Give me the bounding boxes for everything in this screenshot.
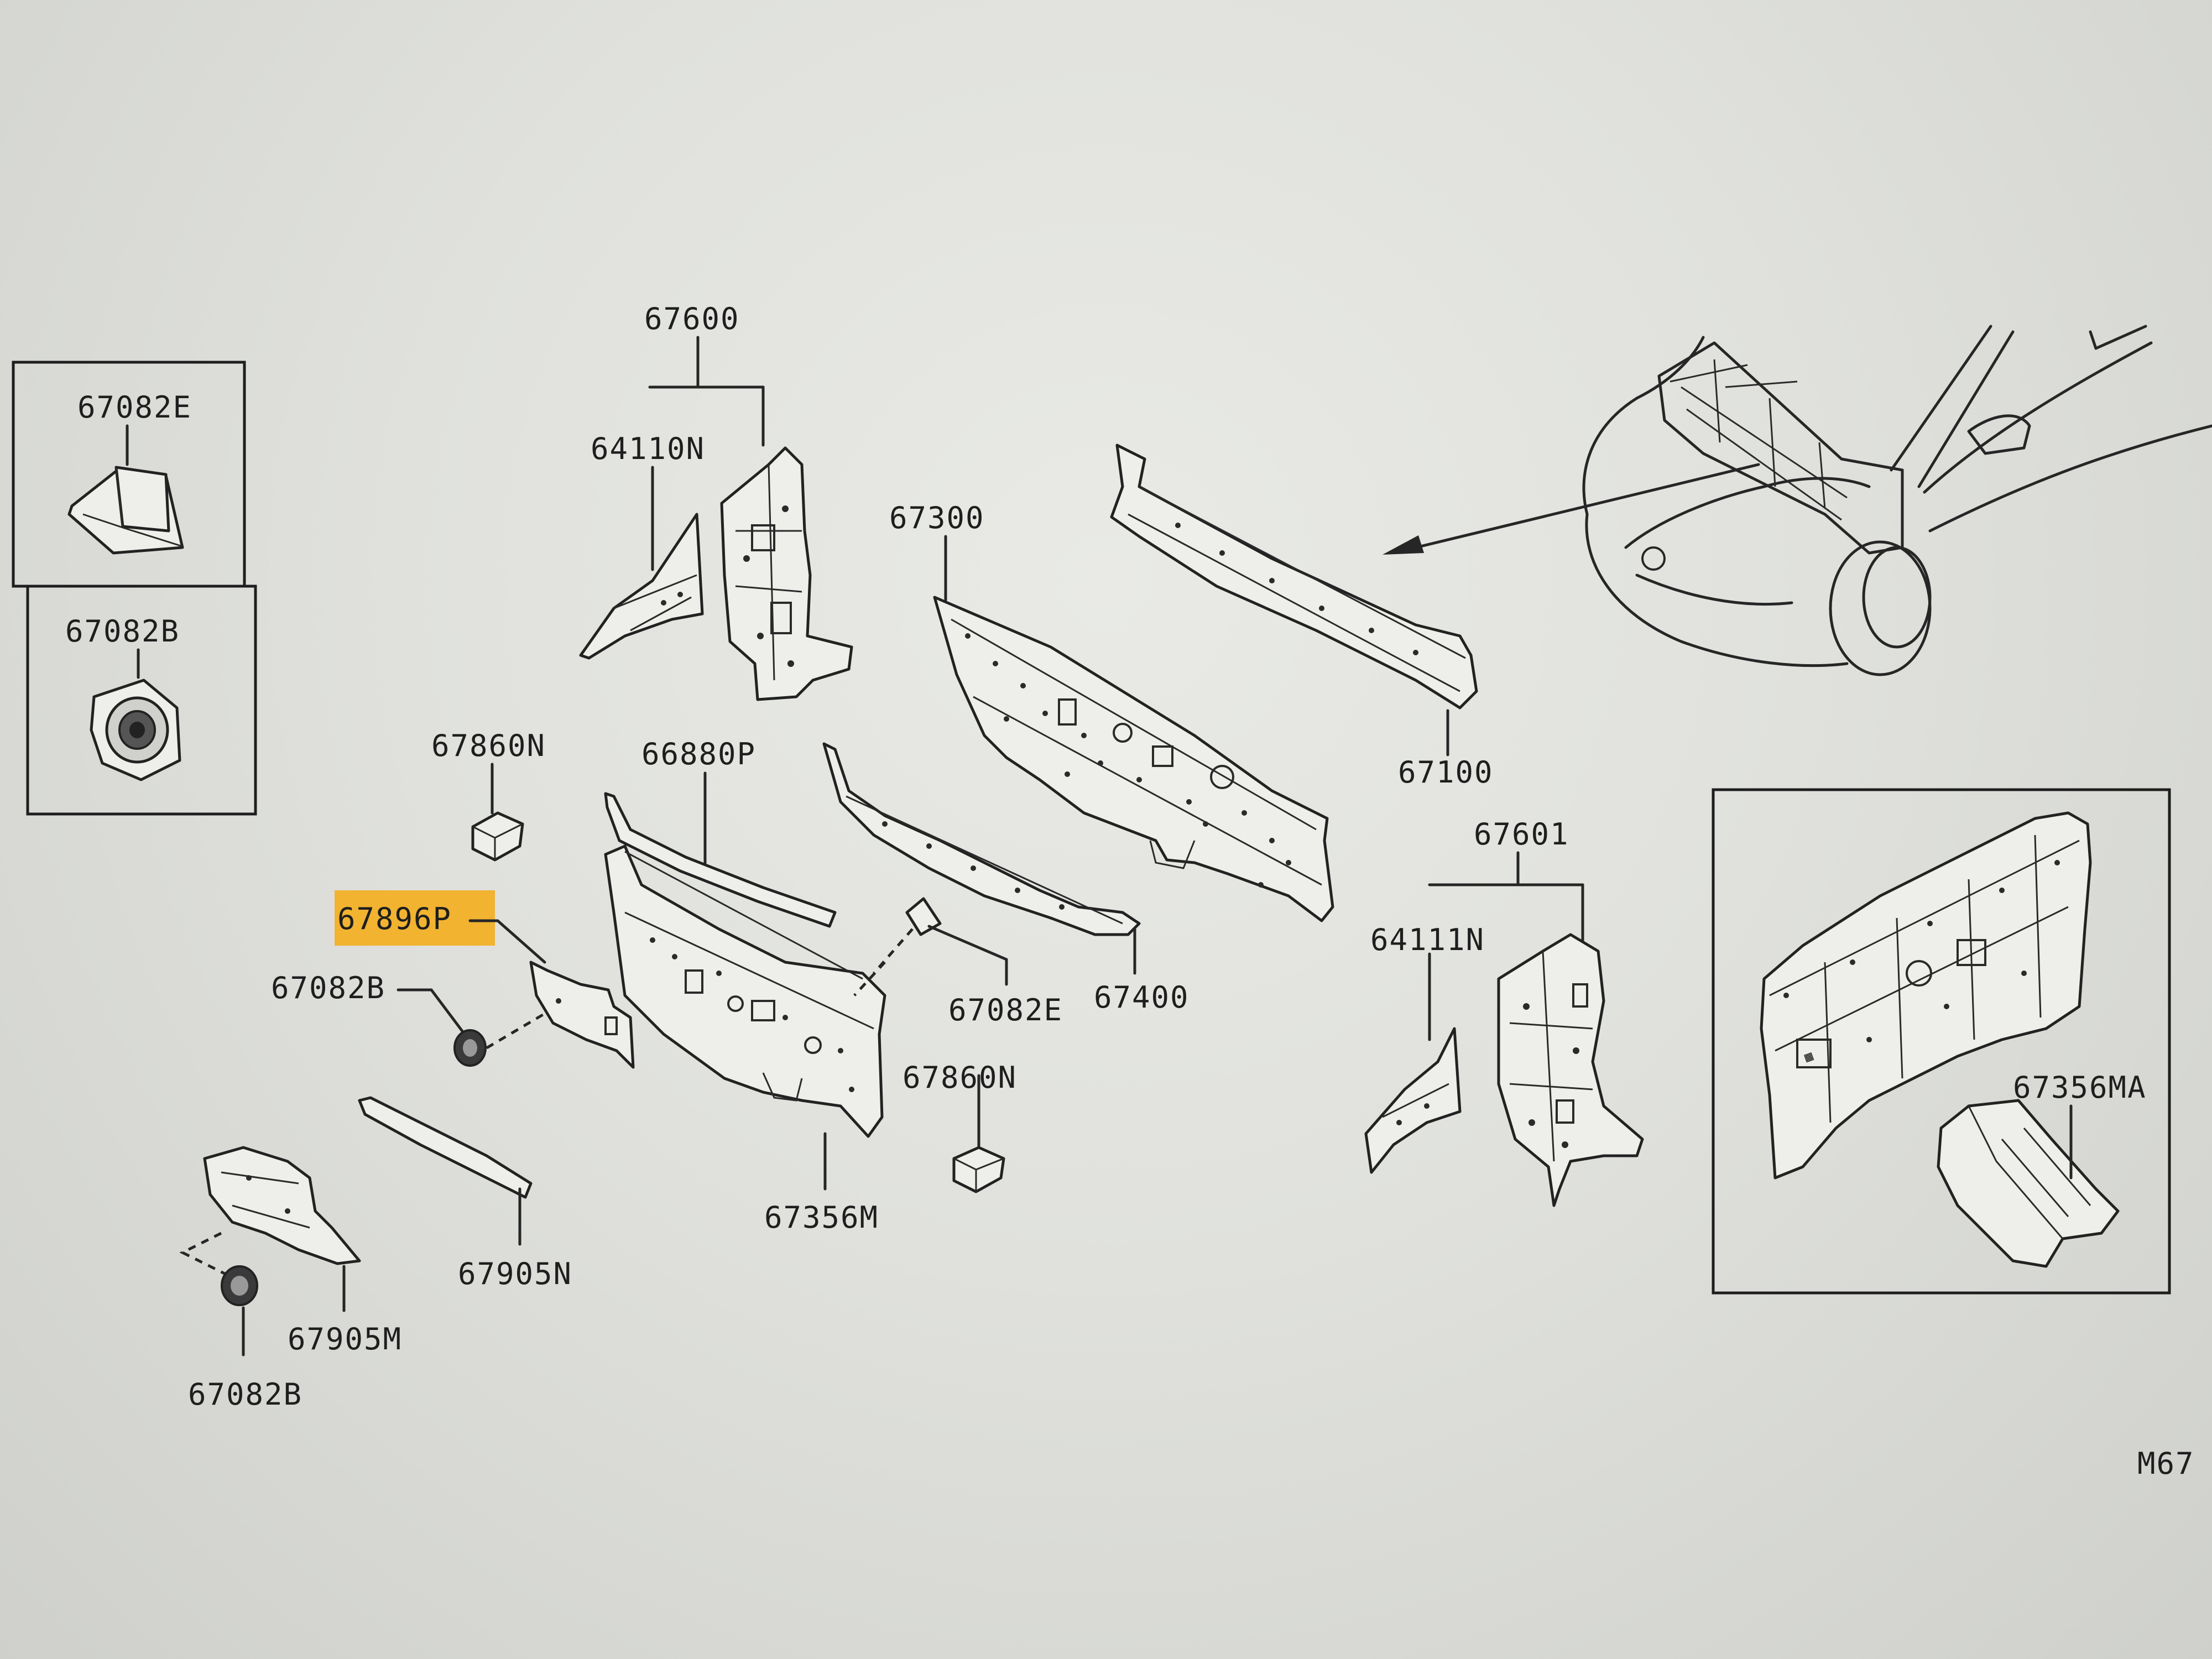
strip-67905N xyxy=(358,1096,533,1199)
label-67860N-left[interactable]: 67860N xyxy=(431,728,546,763)
dash-assembly-view: ▦ xyxy=(1760,811,2092,1180)
pillar-67600 xyxy=(720,446,853,701)
grommet-67082B-bottom xyxy=(221,1265,258,1306)
group-67300: 67300 xyxy=(889,500,1334,922)
insulator-67896P xyxy=(529,961,635,1069)
label-67905N[interactable]: 67905N xyxy=(458,1256,572,1291)
inset-box-lower xyxy=(26,585,257,816)
inset-67356MA: ▦ 67356MA xyxy=(1712,788,2171,1295)
pillar-67601 xyxy=(1497,933,1644,1207)
clip-67082E-mid xyxy=(905,897,942,936)
label-67300[interactable]: 67300 xyxy=(889,500,985,535)
dash-lower-67400 xyxy=(822,742,1141,936)
label-67896P[interactable]: 67896P xyxy=(337,901,452,936)
highlight-67896P xyxy=(335,890,495,946)
group-67100: 67100 xyxy=(1110,444,1494,790)
label-67601[interactable]: 67601 xyxy=(1474,817,1569,852)
group-67601: 67601 64111N xyxy=(1364,817,1644,1207)
inset-box-right xyxy=(1712,788,2171,1295)
vehicle-location-view xyxy=(1383,325,2212,676)
label-67905M[interactable]: 67905M xyxy=(288,1322,402,1357)
label-67100[interactable]: 67100 xyxy=(1398,755,1494,790)
clip-67082E-icon xyxy=(67,466,184,555)
group-66880P-67356M: 66880P 67356M xyxy=(604,737,886,1235)
label-67356MA[interactable]: 67356MA xyxy=(2013,1070,2147,1105)
label-67356M[interactable]: 67356M xyxy=(764,1200,879,1235)
label-67400[interactable]: 67400 xyxy=(1094,980,1190,1015)
label-64111N[interactable]: 64111N xyxy=(1370,922,1485,957)
bracket-67905M xyxy=(203,1146,361,1265)
label-67082E-mid[interactable]: 67082E xyxy=(948,993,1063,1027)
grommet-67082B-mid xyxy=(453,1029,487,1067)
insulator-block-right xyxy=(952,1146,1005,1193)
bracket-64111N xyxy=(1364,1027,1462,1174)
page-code: M67 xyxy=(2137,1446,2195,1481)
inset-67082E-67082B: 67082E 67082B xyxy=(12,361,257,816)
cowl-top-67100 xyxy=(1110,444,1478,709)
label-67082B-bottom[interactable]: 67082B xyxy=(188,1377,302,1412)
duct-67356MA xyxy=(1937,1099,2120,1268)
label-67082E-inset[interactable]: 67082E xyxy=(77,390,192,425)
label-67860N-right[interactable]: 67860N xyxy=(902,1060,1017,1095)
label-64110N[interactable]: 64110N xyxy=(591,431,705,466)
bracket-64110N xyxy=(579,513,704,660)
label-67082B-inset[interactable]: 67082B xyxy=(65,614,180,649)
label-67082B-mid[interactable]: 67082B xyxy=(271,971,385,1005)
dash-panel-67300 xyxy=(933,596,1334,922)
seal-strip-66880P xyxy=(604,792,837,928)
group-67400: 67400 67082E xyxy=(822,742,1190,1027)
dash-insulator-67356M xyxy=(604,844,886,1138)
group-67860N-right: 67860N xyxy=(902,1060,1017,1193)
label-66880P[interactable]: 66880P xyxy=(641,737,756,771)
grommet-67082B-icon xyxy=(90,679,181,781)
group-67905: 67905N 67905M 67082B xyxy=(179,1096,572,1412)
label-67600[interactable]: 67600 xyxy=(644,301,740,336)
group-67860N-left: 67860N xyxy=(431,728,546,862)
group-67896P: 67896P 67082B xyxy=(271,890,635,1069)
insulator-block-left xyxy=(471,811,524,862)
group-67600: 67600 64110N xyxy=(579,301,853,701)
